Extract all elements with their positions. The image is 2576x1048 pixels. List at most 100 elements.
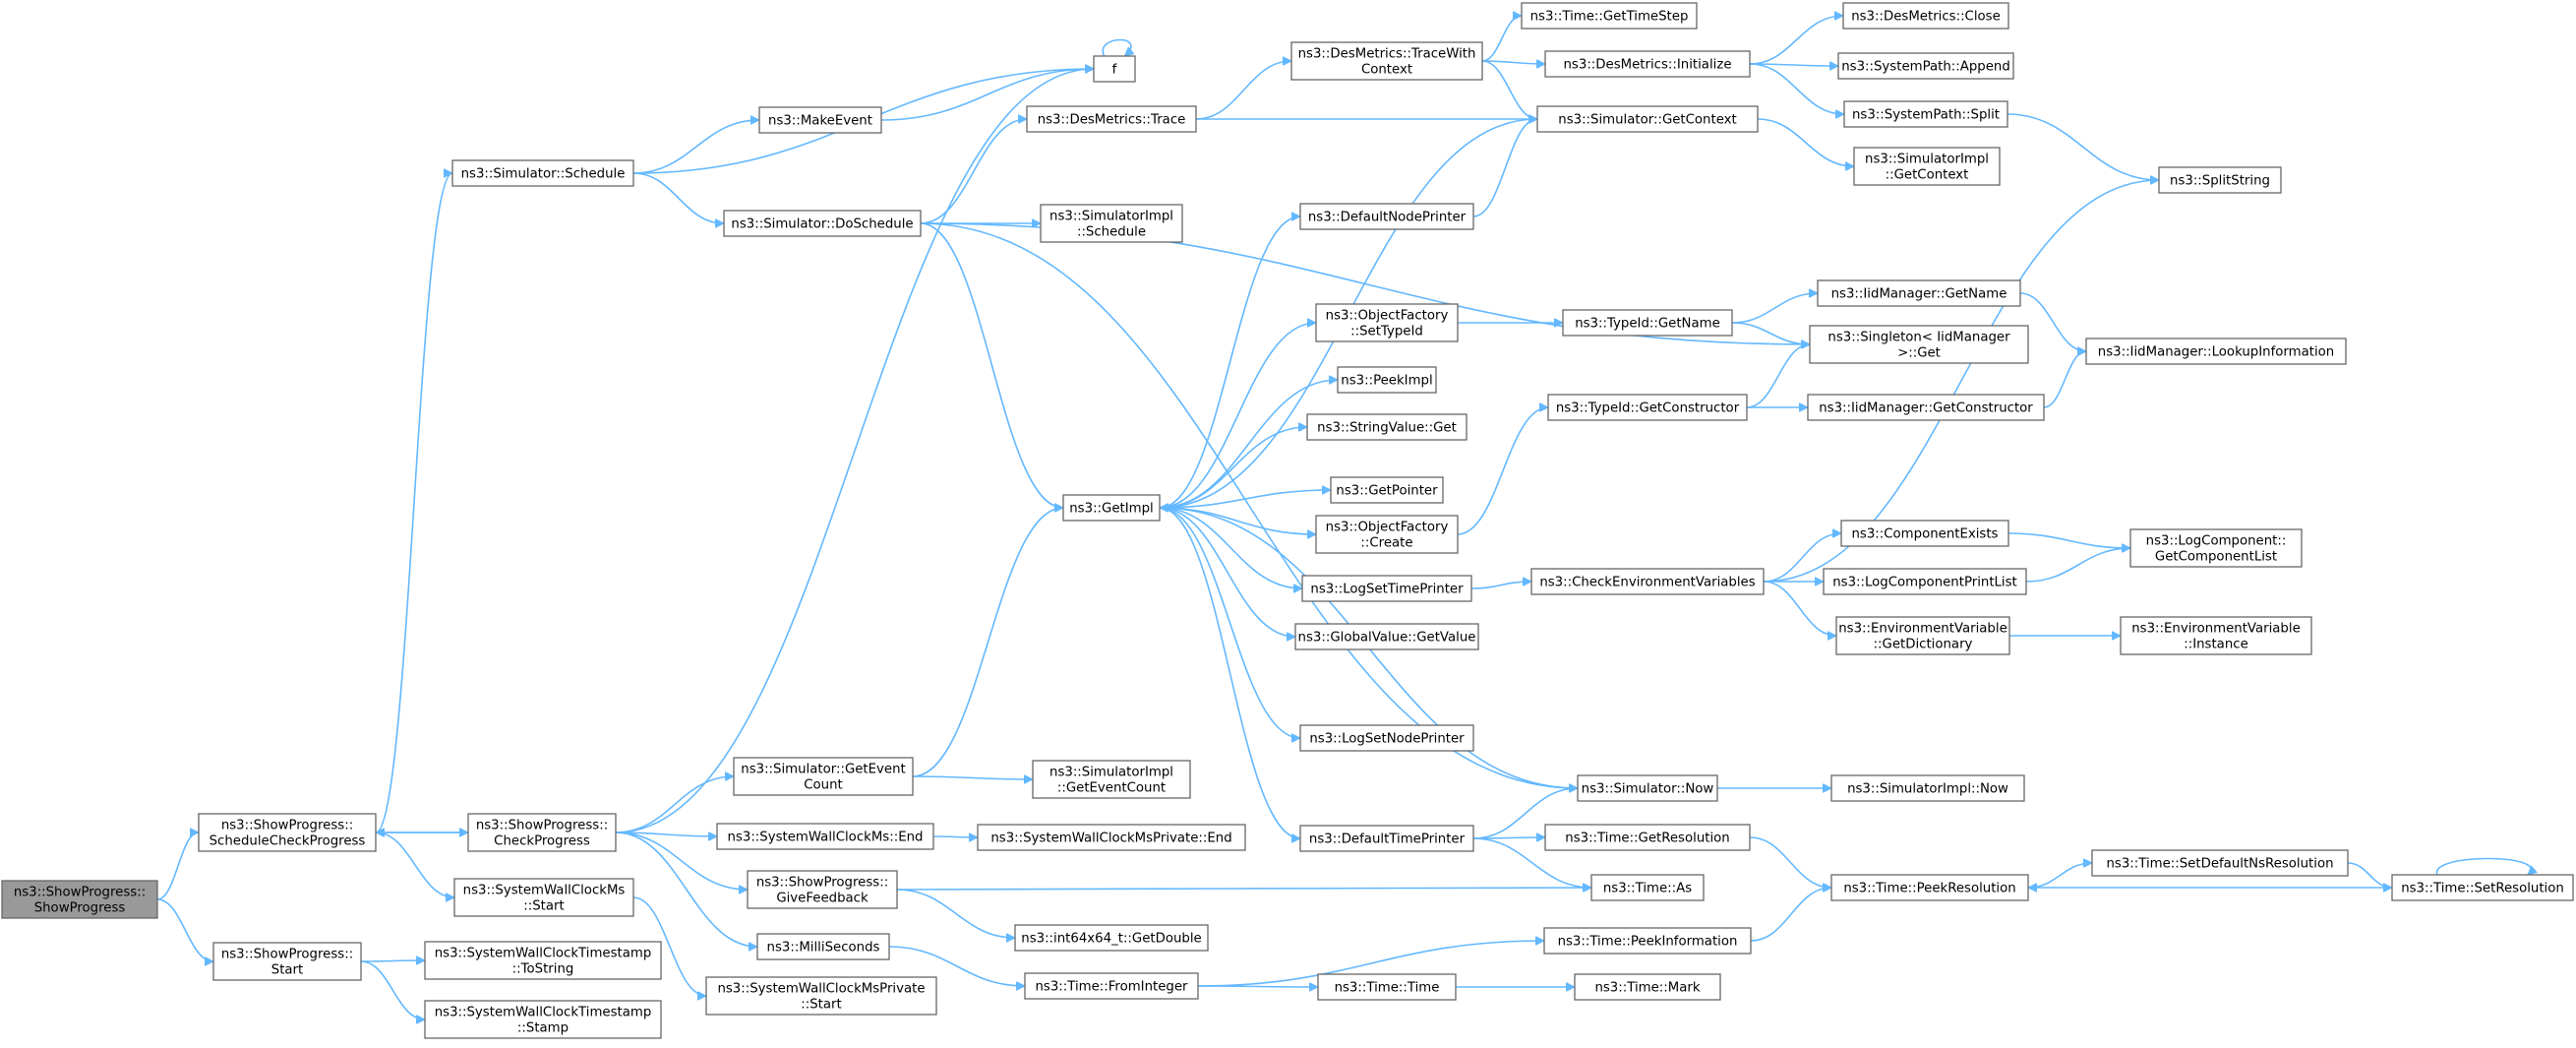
node-box <box>1301 575 1472 602</box>
node-simimpl-now[interactable]: ns3::SimulatorImpl::Now <box>1830 774 2025 802</box>
node-iid-manager-get-constructor[interactable]: ns3::IidManager::GetConstructor <box>1807 394 2045 421</box>
node-box <box>2391 874 2574 901</box>
node-object-factory-set-type-id[interactable]: ns3::ObjectFactory::SetTypeId <box>1315 303 1459 342</box>
edge-get-impl-to-log-set-node-printer <box>1159 507 1300 738</box>
node-default-time-printer[interactable]: ns3::DefaultTimePrinter <box>1299 825 1474 852</box>
node-label: ::GetContext <box>1886 168 1969 183</box>
node-start[interactable]: ns3::ShowProgress::Start <box>212 942 362 981</box>
node-system-path-split[interactable]: ns3::SystemPath::Split <box>1843 100 2008 128</box>
node-milliseconds[interactable]: ns3::MilliSeconds <box>756 933 890 960</box>
node-label: ns3::DefaultNodePrinter <box>1308 211 1467 225</box>
node-time-peek-resolution[interactable]: ns3::Time::PeekResolution <box>1830 874 2029 901</box>
node-label: ns3::ShowProgress:: <box>14 886 146 900</box>
node-box <box>723 210 922 237</box>
node-label: ns3::SystemPath::Split <box>1852 108 2000 123</box>
node-swc-ms-end[interactable]: ns3::SystemWallClockMs::End <box>716 823 934 850</box>
edge-give-feedback-to-time-as <box>896 888 1591 890</box>
node-label: ::SetTypeId <box>1350 325 1423 339</box>
node-box <box>453 878 634 917</box>
node-string-value-get[interactable]: ns3::StringValue::Get <box>1306 413 1468 441</box>
edge-check-environment-variables-to-split-string <box>1763 180 2159 583</box>
node-env-var-get-dictionary[interactable]: ns3::EnvironmentVariable::GetDictionary <box>1835 616 2010 655</box>
node-box <box>1062 494 1161 522</box>
node-swct-stamp[interactable]: ns3::SystemWallClockTimestamp::Stamp <box>424 1000 662 1039</box>
node-peek-impl[interactable]: ns3::PeekImpl <box>1337 366 1437 394</box>
node-get-event-count[interactable]: ns3::Simulator::GetEventCount <box>733 757 914 796</box>
node-check-environment-variables[interactable]: ns3::CheckEnvironmentVariables <box>1530 568 1765 595</box>
node-label: ns3::Time::SetDefaultNsResolution <box>2106 857 2333 872</box>
node-show-progress[interactable]: ns3::ShowProgress::ShowProgress <box>1 880 158 919</box>
node-box <box>716 823 934 850</box>
node-box <box>1823 568 2027 595</box>
node-time-set-resolution[interactable]: ns3::Time::SetResolution <box>2391 874 2574 901</box>
node-log-set-time-printer[interactable]: ns3::LogSetTimePrinter <box>1301 575 1472 602</box>
node-swct-tostring[interactable]: ns3::SystemWallClockTimestamp::ToString <box>424 941 662 980</box>
node-check-progress[interactable]: ns3::ShowProgress::CheckProgress <box>467 813 617 852</box>
node-typeid-get-name[interactable]: ns3::TypeId::GetName <box>1562 309 1733 337</box>
node-get-impl[interactable]: ns3::GetImpl <box>1062 494 1161 522</box>
node-box <box>424 1000 662 1039</box>
node-component-exists[interactable]: ns3::ComponentExists <box>1840 520 2009 547</box>
node-object-factory-create[interactable]: ns3::ObjectFactory::Create <box>1315 515 1459 554</box>
node-label: GiveFeedback <box>776 892 869 906</box>
node-make-event[interactable]: ns3::MakeEvent <box>758 106 882 134</box>
edge-component-exists-to-log-component-get-component-list <box>2007 532 2130 548</box>
edge-des-metrics-trace-with-context-to-des-metrics-initialize <box>1481 61 1545 64</box>
node-simulator-now[interactable]: ns3::Simulator::Now <box>1577 774 1718 802</box>
node-get-pointer[interactable]: ns3::GetPointer <box>1330 476 1444 504</box>
node-int64x64-get-double[interactable]: ns3::int64x64_t::GetDouble <box>1014 924 1209 952</box>
node-box <box>1830 774 2025 802</box>
node-log-component-get-component-list[interactable]: ns3::LogComponent::GetComponentList <box>2129 528 2303 568</box>
node-box <box>451 159 634 187</box>
node-give-feedback[interactable]: ns3::ShowProgress::GiveFeedback <box>747 870 898 909</box>
node-iid-manager-lookup-information[interactable]: ns3::IidManager::LookupInformation <box>2085 338 2347 365</box>
node-log-set-node-printer[interactable]: ns3::LogSetNodePrinter <box>1299 724 1474 752</box>
node-box <box>1544 824 1751 851</box>
node-box <box>1574 973 1721 1001</box>
node-des-metrics-trace[interactable]: ns3::DesMetrics::Trace <box>1026 105 1197 133</box>
node-simimpl-schedule[interactable]: ns3::SimulatorImpl::Schedule <box>1040 204 1183 243</box>
node-label: ns3::SystemWallClockMs <box>463 884 626 898</box>
node-do-schedule[interactable]: ns3::Simulator::DoSchedule <box>723 210 922 237</box>
node-simulator-schedule[interactable]: ns3::Simulator::Schedule <box>451 159 634 187</box>
edge-schedule-check-progress-to-simulator-schedule <box>375 173 453 833</box>
node-singleton-get[interactable]: ns3::Singleton< IidManager>::Get <box>1809 325 2029 364</box>
node-box <box>1521 2 1698 30</box>
node-des-metrics-close[interactable]: ns3::DesMetrics::Close <box>1842 2 2009 30</box>
node-label: ::Stamp <box>517 1021 569 1036</box>
node-split-string[interactable]: ns3::SplitString <box>2158 166 2282 194</box>
node-time-set-default-ns-resolution[interactable]: ns3::Time::SetDefaultNsResolution <box>2091 849 2349 877</box>
node-typeid-get-constructor[interactable]: ns3::TypeId::GetConstructor <box>1547 394 1748 421</box>
node-global-value-get-value[interactable]: ns3::GlobalValue::GetValue <box>1294 623 1479 650</box>
node-time-get-resolution[interactable]: ns3::Time::GetResolution <box>1544 824 1751 851</box>
node-label: ns3::PeekImpl <box>1341 374 1432 389</box>
edge-des-metrics-initialize-to-system-path-append <box>1749 64 1838 66</box>
node-time-mark[interactable]: ns3::Time::Mark <box>1574 973 1721 1001</box>
node-box <box>1337 366 1437 394</box>
node-label: f <box>1112 63 1117 78</box>
node-swc-ms-private-end[interactable]: ns3::SystemWallClockMsPrivate::End <box>977 824 1246 851</box>
node-env-var-instance[interactable]: ns3::EnvironmentVariable::Instance <box>2120 616 2312 655</box>
node-log-component-print-list[interactable]: ns3::LogComponentPrintList <box>1823 568 2027 595</box>
node-iid-manager-get-name[interactable]: ns3::IidManager::GetName <box>1817 279 2021 307</box>
node-label: ::Instance <box>2184 638 2248 652</box>
node-default-node-printer[interactable]: ns3::DefaultNodePrinter <box>1299 203 1474 230</box>
node-simimpl-get-event-count[interactable]: ns3::SimulatorImpl::GetEventCount <box>1032 760 1191 799</box>
node-swc-ms-start[interactable]: ns3::SystemWallClockMs::Start <box>453 878 634 917</box>
node-label: ns3::TypeId::GetName <box>1575 317 1720 332</box>
node-time-get-time-step[interactable]: ns3::Time::GetTimeStep <box>1521 2 1698 30</box>
edge-check-environment-variables-to-env-var-get-dictionary <box>1763 581 1837 636</box>
node-time-from-integer[interactable]: ns3::Time::FromInteger <box>1024 972 1199 1000</box>
node-time-time[interactable]: ns3::Time::Time <box>1317 973 1457 1001</box>
node-swc-ms-private-start[interactable]: ns3::SystemWallClockMsPrivate::Start <box>705 976 937 1016</box>
node-des-metrics-initialize[interactable]: ns3::DesMetrics::Initialize <box>1544 50 1751 78</box>
node-box <box>733 757 914 796</box>
node-time-peek-information[interactable]: ns3::Time::PeekInformation <box>1543 927 1752 955</box>
node-schedule-check-progress[interactable]: ns3::ShowProgress::ScheduleCheckProgress <box>198 813 377 852</box>
node-simimpl-get-context[interactable]: ns3::SimulatorImpl::GetContext <box>1853 147 2001 186</box>
node-f[interactable]: f <box>1093 55 1136 83</box>
node-time-as[interactable]: ns3::Time::As <box>1590 874 1705 901</box>
node-system-path-append[interactable]: ns3::SystemPath::Append <box>1837 52 2014 80</box>
node-simulator-get-context[interactable]: ns3::Simulator::GetContext <box>1536 105 1759 133</box>
